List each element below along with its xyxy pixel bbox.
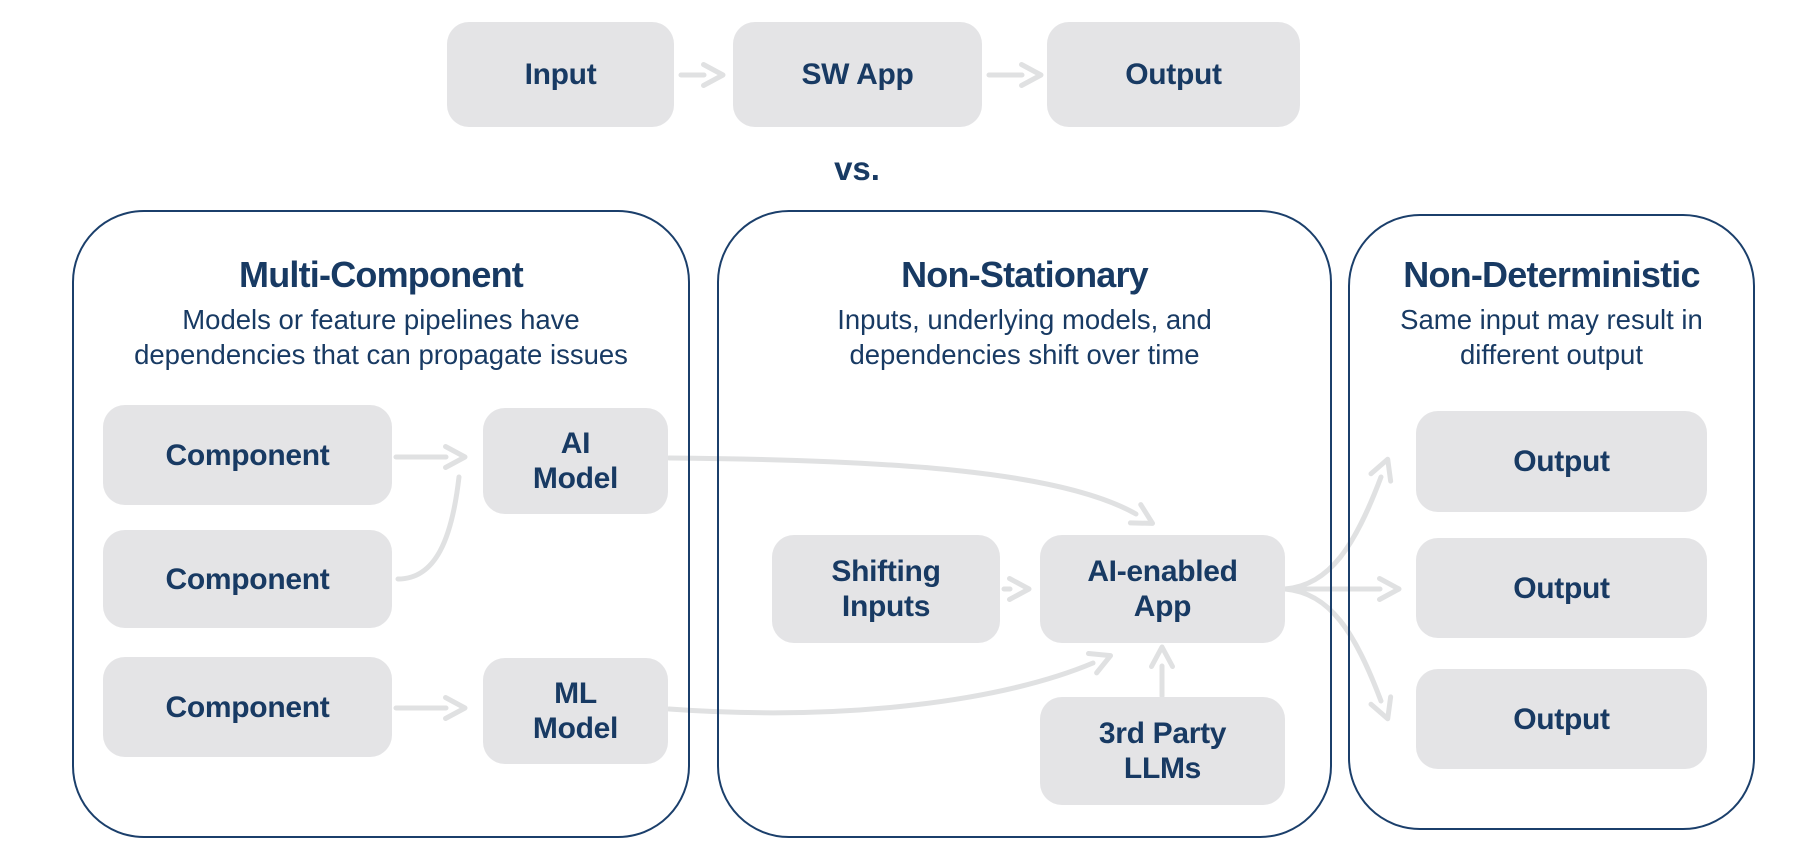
curve-ai-model-to-app bbox=[666, 455, 1156, 526]
output-node-3-label: Output bbox=[1513, 702, 1610, 736]
component-node-3: Component bbox=[103, 657, 392, 757]
non-stationary-subtitle: Inputs, underlying models, and dependenc… bbox=[737, 303, 1312, 372]
output-node-1-label: Output bbox=[1513, 445, 1610, 478]
ml-model-node-label-line1: ML bbox=[554, 677, 597, 710]
curve-app-to-output3 bbox=[1282, 586, 1394, 722]
non-deterministic-subtitle: Same input may result in different outpu… bbox=[1358, 303, 1745, 372]
non-stationary-title: Non-Stationary bbox=[901, 254, 1149, 295]
non-deterministic-subtitle-line1: Same input may result in bbox=[1400, 304, 1703, 335]
ml-model-node-label-line2: Model bbox=[532, 712, 619, 745]
multi-component-subtitle-line2: dependencies that can propagate issues bbox=[134, 338, 628, 370]
non-stationary-subtitle-line1: Inputs, underlying models, and bbox=[837, 304, 1212, 335]
third-party-llms-node: 3rd Party LLMs bbox=[1040, 697, 1285, 805]
output-node-top: Output bbox=[1047, 22, 1300, 127]
non-deterministic-subtitle-line2: different output bbox=[1460, 338, 1643, 370]
ml-model-node: ML Model bbox=[483, 658, 668, 764]
component-node-2-label: Component bbox=[165, 562, 330, 596]
output-node-3: Output bbox=[1416, 669, 1707, 769]
output-node-top-label: Output bbox=[1125, 58, 1222, 91]
shifting-inputs-node: Shifting Inputs bbox=[772, 535, 1000, 643]
sw-app-node: SW App bbox=[733, 22, 982, 127]
ai-model-node: AI Model bbox=[483, 408, 668, 514]
third-party-llms-node-label-line2: LLMs bbox=[1123, 752, 1202, 785]
output-node-2-label: Output bbox=[1513, 571, 1610, 605]
component-node-3-label: Component bbox=[165, 690, 330, 724]
third-party-llms-node-label-line1: 3rd Party bbox=[1098, 717, 1227, 750]
ai-model-node-label-line1: AI bbox=[560, 427, 591, 460]
non-deterministic-panel bbox=[1348, 214, 1755, 830]
multi-component-title: Multi-Component bbox=[239, 254, 524, 295]
input-node-label: Input bbox=[524, 58, 597, 91]
curve-app-to-output1 bbox=[1282, 456, 1394, 592]
multi-component-subtitle: Models or feature pipelines have depende… bbox=[92, 303, 670, 372]
curve-component2-to-ai-model bbox=[395, 474, 462, 582]
non-deterministic-title: Non-Deterministic bbox=[1403, 254, 1700, 295]
non-stationary-panel bbox=[717, 210, 1332, 838]
sw-app-node-label: SW App bbox=[801, 58, 914, 91]
output-node-1: Output bbox=[1416, 411, 1707, 512]
shifting-inputs-node-label-line2: Inputs bbox=[841, 590, 931, 623]
ai-enabled-app-node: AI-enabled App bbox=[1040, 535, 1285, 643]
input-node: Input bbox=[447, 22, 674, 127]
component-node-1-label: Component bbox=[165, 438, 330, 472]
ai-enabled-app-node-label-line1: AI-enabled bbox=[1087, 555, 1238, 588]
shifting-inputs-node-label-line1: Shifting bbox=[831, 555, 941, 588]
curve-ml-model-to-app bbox=[666, 651, 1114, 716]
component-node-2: Component bbox=[103, 530, 392, 628]
multi-component-panel bbox=[72, 210, 690, 838]
non-stationary-subtitle-line2: dependencies shift over time bbox=[849, 338, 1200, 370]
ai-enabled-app-node-label-line2: App bbox=[1133, 590, 1192, 623]
versus-label: vs. bbox=[834, 150, 880, 187]
output-node-2: Output bbox=[1416, 538, 1707, 638]
multi-component-subtitle-line1: Models or feature pipelines have bbox=[182, 304, 580, 335]
component-node-1: Component bbox=[103, 405, 392, 505]
ai-model-node-label-line2: Model bbox=[532, 462, 619, 495]
